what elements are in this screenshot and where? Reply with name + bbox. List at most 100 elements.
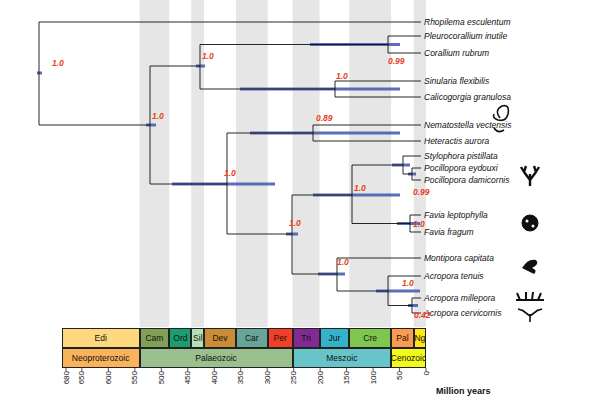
- tick-label: 500: [157, 371, 166, 384]
- era-name: Cenozoic: [391, 353, 426, 363]
- period-name: Tri: [301, 333, 311, 343]
- error-bars: [37, 45, 420, 306]
- period-name: Ord: [173, 333, 187, 343]
- period-name: Cre: [363, 333, 377, 343]
- period-bands: [140, 0, 426, 327]
- tick-label: 0: [422, 371, 431, 375]
- species-name: Nematostella vectensis: [424, 120, 511, 130]
- tick-label: 680: [62, 371, 71, 384]
- posterior-value: 1.0: [289, 218, 301, 228]
- period-name: Dev: [212, 333, 227, 343]
- posterior-value: 1.0: [413, 219, 425, 229]
- period-box: Car: [236, 328, 268, 348]
- grey-band: [236, 0, 268, 327]
- period-box: Ord: [169, 328, 191, 348]
- period-name: Edi: [95, 333, 107, 343]
- massive-coral-silhouette: [522, 215, 538, 231]
- posterior-value: 1.0: [52, 58, 64, 68]
- period-box: Ng: [414, 328, 426, 348]
- tick-mark: [66, 368, 67, 371]
- tick-mark: [108, 368, 109, 371]
- species-name: Heteractis aurora: [424, 136, 489, 146]
- period-name: Cam: [145, 333, 163, 343]
- species-name: Corallium rubrum: [424, 48, 489, 58]
- tick-mark: [81, 368, 82, 371]
- period-name: Ng: [414, 333, 425, 343]
- species-name: Calicogorgia granulosa: [424, 92, 511, 102]
- era-box: Cenozoic: [391, 348, 426, 368]
- posterior-value: 1.0: [354, 183, 366, 193]
- era-box: Neoproterozoic: [62, 348, 140, 368]
- species-name: Favia leptophylla: [424, 210, 488, 220]
- branching-coral-silhouette: [521, 166, 539, 186]
- period-box: Pal: [391, 328, 414, 348]
- posterior-value: 1.0: [152, 111, 164, 121]
- species-name: Sinularia flexibilis: [424, 76, 489, 86]
- tree-branches: [39, 22, 421, 313]
- posterior-value: 1.0: [337, 257, 349, 267]
- posterior-value: 0.99: [388, 56, 405, 66]
- period-box: Sil: [191, 328, 204, 348]
- species-name: Favia fragum: [424, 227, 474, 237]
- error-bar: [37, 72, 42, 75]
- posterior-value: 0.99: [413, 187, 430, 197]
- period-name: Pal: [396, 333, 408, 343]
- axis-title: Million years: [436, 386, 491, 396]
- grey-band: [191, 0, 204, 327]
- tick-label: 200: [316, 371, 325, 384]
- tick-label: 400: [210, 371, 219, 384]
- posterior-value: 0.42: [414, 310, 431, 320]
- tick-label: 250: [289, 371, 298, 384]
- tick-mark: [320, 368, 321, 371]
- species-name: Acropora cervicornis: [424, 308, 501, 318]
- tick-mark: [267, 368, 268, 371]
- tick-mark: [373, 368, 374, 371]
- era-name: Meszoic: [326, 353, 357, 363]
- posterior-value: 1.0: [336, 71, 348, 81]
- plating-coral-silhouette: [522, 260, 537, 274]
- posterior-value: 0.89: [316, 113, 333, 123]
- tick-mark: [346, 368, 347, 371]
- period-name: Sil: [193, 333, 202, 343]
- tick-label: 550: [130, 371, 139, 384]
- era-box: Palaeozoic: [140, 348, 293, 368]
- tick-mark: [134, 368, 135, 371]
- silhouettes: [494, 106, 545, 322]
- coral-texture: [532, 225, 535, 228]
- period-box: Per: [268, 328, 293, 348]
- tick-mark: [293, 368, 294, 371]
- tick-mark: [240, 368, 241, 371]
- species-name: Acropora millepora: [424, 293, 495, 303]
- tick-mark: [426, 368, 427, 371]
- grey-band: [349, 0, 391, 327]
- grey-band: [293, 0, 320, 327]
- axis-ticks: [66, 368, 426, 371]
- period-box: Cre: [349, 328, 391, 348]
- tick-label: 100: [369, 371, 378, 384]
- tick-label: 50: [395, 371, 404, 380]
- tick-mark: [187, 368, 188, 371]
- tick-label: 450: [183, 371, 192, 384]
- tick-label: 600: [104, 371, 113, 384]
- era-name: Palaeozoic: [195, 353, 237, 363]
- tick-label: 150: [342, 371, 351, 384]
- period-box: Jur: [320, 328, 350, 348]
- species-name: Acropora tenuis: [424, 271, 484, 281]
- species-name: Montipora capitata: [424, 253, 494, 263]
- species-name: Pocillopora eydouxi: [424, 163, 498, 173]
- species-name: Pocillopora damicornis: [424, 175, 510, 185]
- tick-label: 650: [77, 371, 86, 384]
- posterior-value: 1.0: [402, 278, 414, 288]
- posterior-value: 1.0: [202, 51, 214, 61]
- period-name: Car: [245, 333, 259, 343]
- tick-mark: [214, 368, 215, 371]
- staghorn-coral-silhouette: [518, 309, 542, 322]
- tick-mark: [161, 368, 162, 371]
- grey-band: [140, 0, 170, 327]
- period-box: Edi: [62, 328, 140, 348]
- coral-texture: [526, 220, 529, 223]
- species-name: Pleurocorallium inutile: [424, 31, 507, 41]
- era-box: Meszoic: [293, 348, 391, 368]
- tick-label: 350: [236, 371, 245, 384]
